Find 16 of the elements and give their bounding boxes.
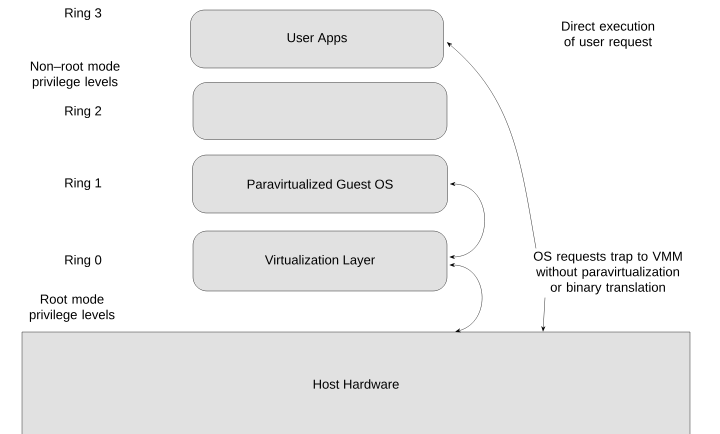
note-text: Non–root mode privilege levels xyxy=(30,61,120,89)
arrow xyxy=(450,182,485,259)
arrow xyxy=(446,42,536,249)
arrow xyxy=(450,263,482,332)
ring-label: Ring 0 xyxy=(65,254,102,268)
ring-box: Virtualization Layer xyxy=(192,230,448,292)
ring-box xyxy=(192,82,448,140)
hardware-box: Host Hardware xyxy=(22,332,690,434)
ring-label: Ring 3 xyxy=(65,8,102,20)
note-text: OS requests trap to VMM without paravirtualization or binary translation xyxy=(534,252,682,294)
arrow xyxy=(541,297,546,332)
ring-box: Paravirtualized Guest OS xyxy=(192,154,448,214)
ring-label: Ring 1 xyxy=(65,178,102,190)
note-text: Direct execution of user request xyxy=(562,21,654,49)
ring-label: Ring 2 xyxy=(65,106,102,118)
ring-box: User Apps xyxy=(190,10,444,68)
